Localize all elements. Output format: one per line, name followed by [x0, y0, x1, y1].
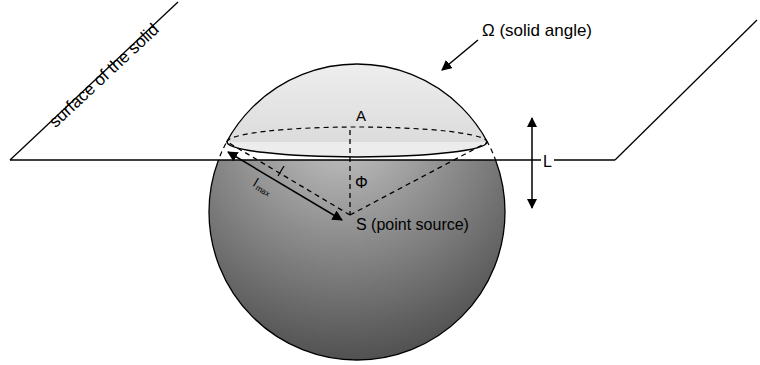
- angle-label: Φ: [355, 174, 368, 192]
- lmax-arrow: [228, 152, 342, 220]
- point-label: A: [356, 108, 366, 125]
- omega-leader: [442, 40, 478, 70]
- sphere-lower: [209, 160, 505, 360]
- distance-label: L: [541, 152, 554, 172]
- lmax-tick: [278, 166, 284, 176]
- cap-rim-front: [227, 142, 487, 157]
- cap-rim-back: [227, 127, 487, 142]
- sphere-dashed-band: [209, 142, 505, 160]
- plane-edge: [615, 20, 757, 160]
- surface-label: surface of the solid: [46, 21, 163, 132]
- L-arrow: [531, 118, 533, 208]
- source-label: S (point source): [356, 216, 469, 234]
- cone-lines: [229, 130, 486, 215]
- sphere-cap: [209, 64, 505, 142]
- solid-angle-label: Ω (solid angle): [482, 22, 592, 41]
- plane-edge: [10, 2, 178, 160]
- plane-line: [10, 159, 615, 160]
